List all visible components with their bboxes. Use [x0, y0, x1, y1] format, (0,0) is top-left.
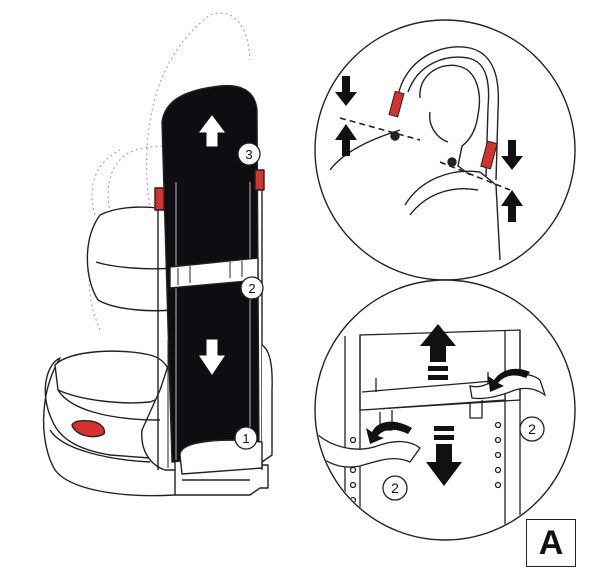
down-arrow-icon [199, 339, 225, 375]
svg-text:2: 2 [528, 421, 536, 437]
callout-2: 2 [240, 276, 264, 300]
svg-text:3: 3 [245, 147, 252, 162]
red-strap-guide-left [154, 187, 165, 211]
down-arrow-icon [426, 426, 462, 486]
seat-cushion [54, 350, 172, 404]
callout-1: 1 [234, 426, 258, 450]
down-arrow-icon [335, 76, 357, 106]
belt-strap-left [316, 433, 421, 468]
up-arrow-icon [335, 124, 357, 156]
svg-text:1: 1 [242, 431, 249, 446]
red-strap-guide-lower [480, 140, 498, 170]
red-reflector [71, 419, 106, 438]
strap-guide-detail: 2 2 [314, 279, 576, 541]
seat-front [57, 389, 161, 421]
headrest-belt-detail [314, 19, 576, 281]
headrest-rail [175, 182, 251, 460]
red-strap-guide-top [388, 90, 405, 118]
curved-arrow-icon [488, 368, 530, 392]
panel-label: A [526, 519, 576, 567]
armrest-lower [49, 429, 151, 463]
callout-2-right: 2 [519, 416, 545, 442]
svg-text:2: 2 [248, 281, 255, 296]
down-arrow-icon [501, 140, 523, 170]
callout-3: 3 [237, 142, 261, 166]
curved-arrow-icon [366, 421, 412, 444]
up-arrow-icon [420, 324, 456, 380]
child-head [419, 64, 481, 176]
booster-seat-illustration [42, 12, 273, 497]
headrest-side-wing [86, 206, 173, 312]
red-strap-guide-right [254, 169, 265, 191]
svg-text:2: 2 [391, 480, 399, 496]
up-arrow-icon [199, 115, 225, 147]
child-shoulder-right [404, 170, 501, 261]
up-arrow-icon [501, 190, 523, 222]
rail-holes [349, 421, 502, 504]
callout-2-left: 2 [382, 475, 408, 501]
